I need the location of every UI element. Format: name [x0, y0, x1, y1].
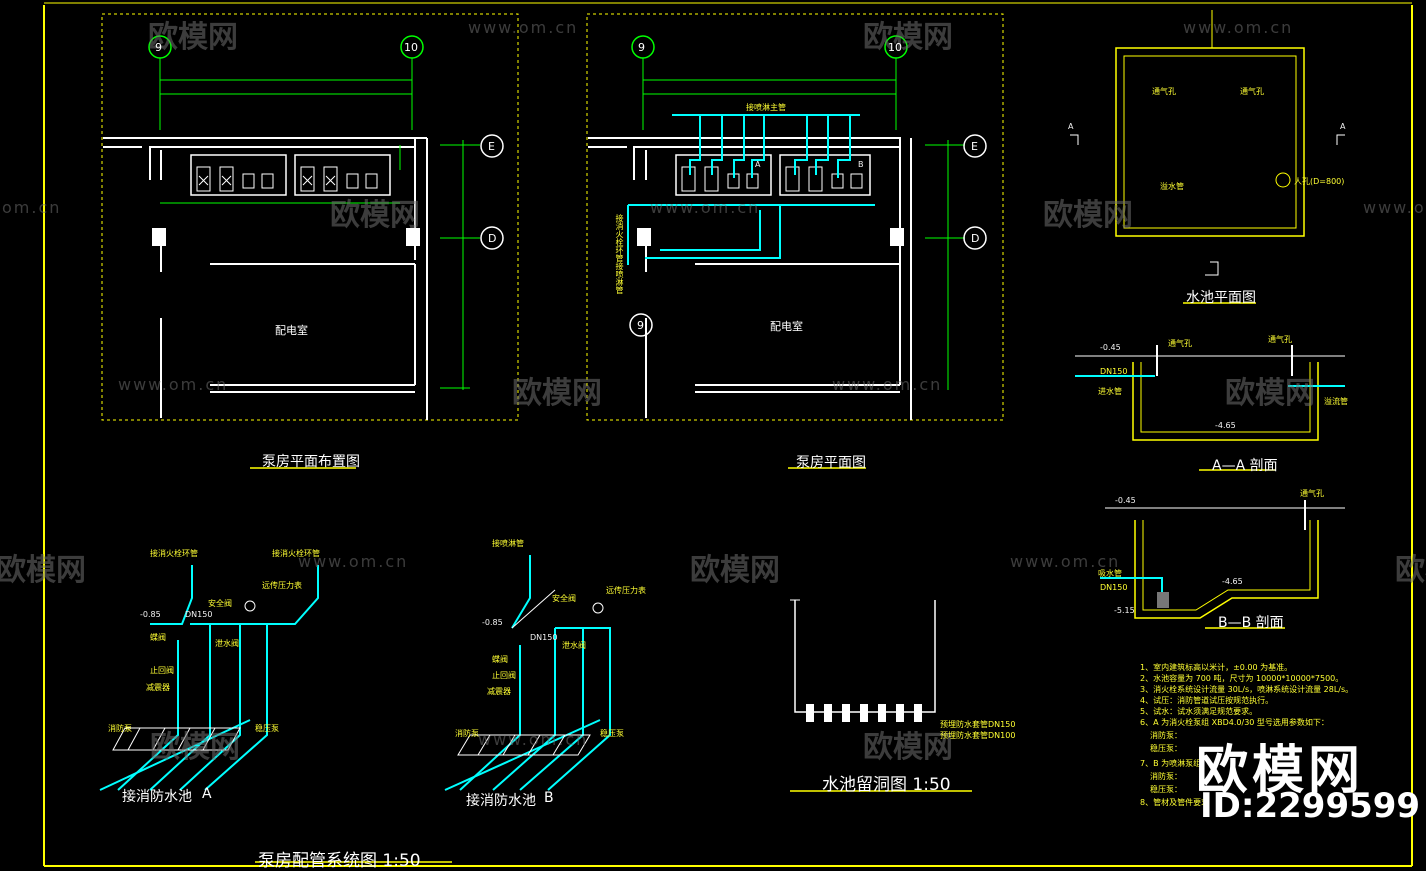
view-title: 泵房平面图 [796, 455, 866, 471]
note-line: 稳压泵： [1150, 785, 1182, 794]
note-line: 3、消火栓系统设计流量 30L/s，喷淋系统设计流量 28L/s。 [1140, 685, 1354, 694]
ring-pipe-label: 接消火栓环管 [150, 549, 198, 558]
sleeve-note: 预埋防水套管DN150 [940, 720, 1016, 729]
check-valve-label: 泄水阀 [215, 639, 239, 648]
axis-label-e: E [488, 140, 495, 153]
note-line: 稳压泵： [1150, 744, 1182, 753]
pipe-dn-label: DN150 [185, 610, 213, 619]
ring-pipe-label: 接消火栓环管 [272, 549, 320, 558]
note-line: 5、试水：试水须满足规范要求。 [1140, 707, 1258, 716]
axis-label-d: D [488, 232, 497, 245]
axis-label-10: 10 [888, 41, 902, 54]
spray-main-label: 接喷淋管 [492, 539, 524, 548]
pipe-note: 接喷淋管 [615, 262, 624, 294]
fire-pump-label: 消防泵 [455, 729, 479, 738]
level-label: -0.45 [1100, 343, 1121, 352]
gauge-label: 远传压力表 [262, 581, 302, 590]
room-label: 配电室 [770, 320, 803, 333]
note-line: 8、管材及管件要求 [1140, 798, 1210, 807]
reducer-label: 减震器 [146, 683, 170, 692]
system-b-view [444, 555, 611, 791]
vent-label: 通气孔 [1300, 489, 1324, 498]
drain-label: 溢水管 [1160, 182, 1184, 191]
stop-check-label: 止回阀 [150, 666, 174, 675]
pool-connection-label: 接消防水池 [466, 793, 536, 809]
suction-label: 吸水管 [1098, 569, 1122, 578]
manhole-label: 人孔(D=800) [1294, 177, 1345, 186]
inlet-label: 进水管 [1098, 387, 1122, 396]
axis-label-d: D [971, 232, 980, 245]
note-line: 4、试压：消防管道试压按规范执行。 [1140, 696, 1274, 705]
sleeve-note: 预埋防水套管DN100 [940, 731, 1016, 740]
note-line: 7、B 为喷淋泵组 [1140, 759, 1202, 768]
vent-label: 通气孔 [1152, 87, 1176, 96]
pump-group-b-label: B [858, 160, 864, 169]
system-letter: A [202, 786, 212, 802]
level-label: -4.65 [1222, 577, 1243, 586]
pump-group-a-label: A [755, 160, 761, 169]
note-line: 1、室内建筑标高以米计，±0.00 为基准。 [1140, 663, 1293, 672]
check-valve-label: 泄水阀 [562, 641, 586, 650]
view-title: 泵房平面布置图 [262, 454, 360, 470]
level-label: -0.85 [482, 618, 503, 627]
section-aa-view [1075, 345, 1345, 471]
section-mark: A [1340, 122, 1346, 131]
relief-valve-label: 安全阀 [208, 599, 232, 608]
system-a-view [99, 565, 452, 863]
butterfly-valve-label: 蝶阀 [492, 655, 508, 664]
view-title: A—A 剖面 [1212, 458, 1278, 474]
view-title: 水池平面图 [1186, 290, 1256, 306]
pipe-dn-label: DN150 [1100, 367, 1128, 376]
pump-room-layout-view [101, 13, 519, 469]
axis-label-10: 10 [404, 41, 418, 54]
system-letter: B [544, 790, 554, 806]
level-label: -0.45 [1115, 496, 1136, 505]
overflow-label: 溢流管 [1324, 397, 1348, 406]
axis-label-9: 9 [637, 319, 644, 332]
reducer-label: 减震器 [487, 687, 511, 696]
pool-plan-view [1070, 10, 1345, 304]
brand-logo-text: 欧模网 [1196, 741, 1365, 801]
note-line: 6、A 为消火栓泵组 XBD4.0/30 型号选用参数如下： [1140, 718, 1329, 727]
relief-valve-label: 安全阀 [552, 594, 576, 603]
pipe-note: 接喷淋主管 [746, 103, 786, 112]
pipe-dn-label: DN150 [530, 633, 558, 642]
butterfly-valve-label: 蝶阀 [150, 633, 166, 642]
note-line: 2、水池容量为 700 吨，尺寸为 10000*10000*7500。 [1140, 674, 1344, 683]
section-bb-view [1100, 500, 1345, 629]
view-title: 水池留洞图 1:50 [822, 775, 951, 795]
pipe-dn-label: DN150 [1100, 583, 1128, 592]
note-line: 消防泵： [1150, 731, 1182, 740]
room-label: 配电室 [275, 324, 308, 337]
pipe-note: 接消火栓环管 [615, 214, 624, 262]
stop-check-label: 止回阀 [492, 671, 516, 680]
pool-connection-label: 接消防水池 [122, 789, 192, 805]
axis-label-9: 9 [155, 41, 162, 54]
vent-label: 通气孔 [1168, 339, 1192, 348]
pump-room-plan-view [586, 13, 1004, 469]
vent-label: 通气孔 [1240, 87, 1264, 96]
brand-id: ID:2299599 [1200, 786, 1421, 826]
stabilizer-pump-label: 稳压泵 [600, 729, 624, 738]
level-label: -4.65 [1215, 421, 1236, 430]
vent-label: 通气孔 [1268, 335, 1292, 344]
gauge-label: 远传压力表 [606, 586, 646, 595]
view-title: B—B 剖面 [1218, 615, 1284, 631]
axis-label-9: 9 [638, 41, 645, 54]
section-mark: A [1068, 122, 1074, 131]
pool-opening-view [790, 599, 972, 792]
note-line: 消防泵： [1150, 772, 1182, 781]
level-label: -5.15 [1114, 606, 1135, 615]
fire-pump-label: 消防泵 [108, 724, 132, 733]
level-label: -0.85 [140, 610, 161, 619]
stabilizer-pump-label: 稳压泵 [255, 724, 279, 733]
axis-label-e: E [971, 140, 978, 153]
system-diagram-title: 泵房配管系统图 1:50 [258, 851, 421, 871]
